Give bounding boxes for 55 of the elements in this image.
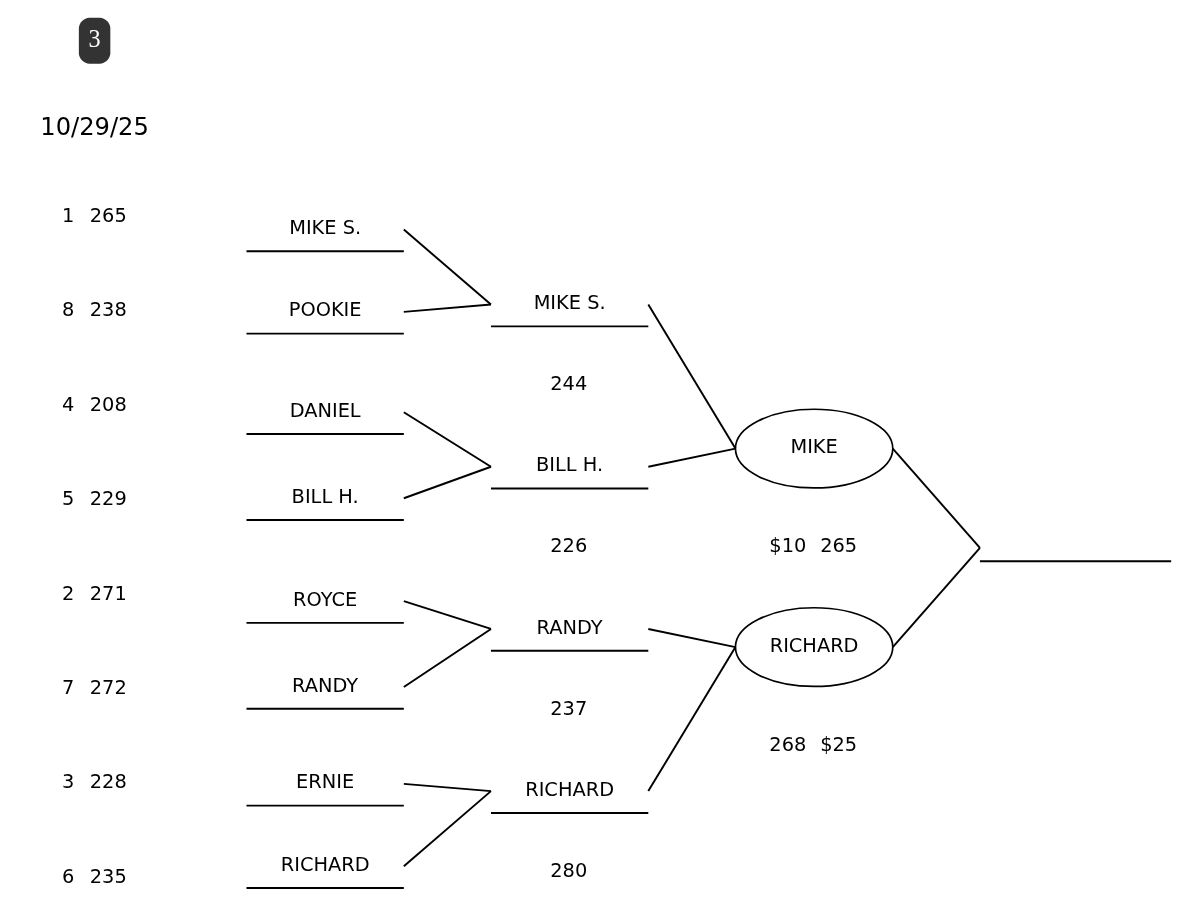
node-text: RICHARD (280, 852, 370, 876)
node-text: ROYCE (292, 587, 357, 611)
connector (402, 627, 492, 688)
node-label: 268 (768, 732, 806, 756)
connector (402, 303, 492, 313)
node-label: 4 (61, 392, 74, 416)
node-text: RICHARD (524, 777, 614, 801)
node-label: 271 (89, 581, 127, 605)
label: 10/29/25 (39, 113, 149, 142)
node-label: 7 (61, 676, 74, 700)
node-bar (978, 560, 1172, 563)
node-label: 208 (89, 392, 127, 416)
node-label: 5 (61, 487, 74, 511)
node-label: 238 (89, 298, 127, 322)
node-text: MIKE S. (288, 216, 361, 240)
node-label: 229 (89, 487, 127, 511)
connector (402, 411, 492, 468)
node-label: 280 (549, 858, 587, 882)
node-text: POOKIE (288, 298, 362, 322)
node-text: DANIEL (289, 398, 361, 422)
node-label: 265 (89, 204, 127, 228)
connector (646, 447, 736, 468)
connector (646, 646, 736, 793)
node-text: ERNIE (295, 770, 354, 794)
node-text: MIKE S. (533, 291, 606, 315)
connector (402, 600, 492, 630)
node-label: 272 (89, 676, 127, 700)
node-label: 237 (549, 696, 587, 720)
connector (646, 303, 736, 450)
connector (891, 546, 981, 649)
connector (402, 790, 492, 868)
node-label: 235 (89, 864, 127, 888)
node-label: $10 (768, 534, 806, 558)
connector (646, 627, 736, 649)
node-label: 228 (89, 770, 127, 794)
node-label: 6 (61, 864, 74, 888)
node-label: $25 (819, 732, 857, 756)
node-label: 2 (61, 581, 74, 605)
connector (891, 447, 981, 549)
node-ellipse: RICHARD (734, 606, 894, 688)
node-label: 1 (61, 204, 74, 228)
connector (402, 782, 492, 793)
node-label: 226 (549, 534, 587, 558)
node-label: 8 (61, 298, 74, 322)
node-label: 244 (549, 372, 587, 396)
node-text: RANDY (291, 673, 358, 697)
node-label: 265 (819, 534, 857, 558)
node-text: RANDY (536, 615, 603, 639)
node-text: BILL H. (291, 484, 359, 508)
node-ellipse: MIKE (734, 408, 894, 489)
node-label: 3 (61, 770, 74, 794)
node-text: BILL H. (535, 453, 603, 477)
connector (402, 465, 492, 500)
label: 3 (88, 24, 101, 52)
connector (402, 228, 492, 306)
